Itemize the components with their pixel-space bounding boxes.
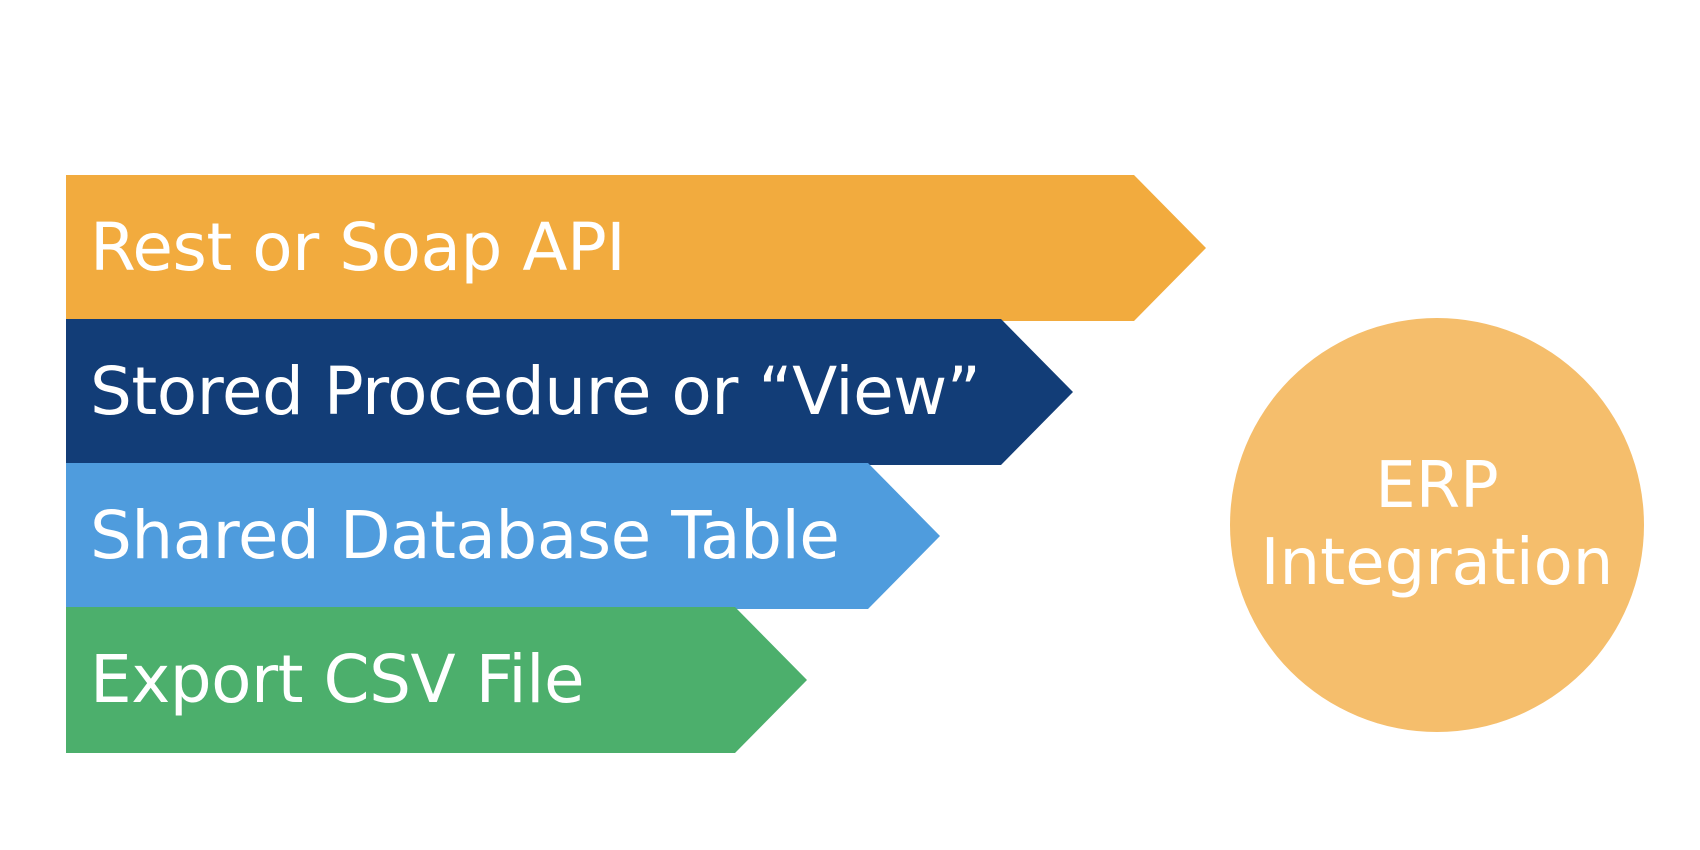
circle-label-line-1: ERP bbox=[1375, 449, 1499, 524]
arrow-label: Shared Database Table bbox=[90, 497, 840, 574]
arrow-stored-procedure: Stored Procedure or “View” bbox=[66, 319, 1073, 465]
arrow-export-csv-file: Export CSV File bbox=[66, 607, 807, 753]
erp-integration-circle: ERP Integration bbox=[1230, 318, 1644, 732]
arrow-rest-soap-api: Rest or Soap API bbox=[66, 175, 1206, 321]
arrow-shape bbox=[66, 319, 1073, 465]
arrow-label: Stored Procedure or “View” bbox=[90, 353, 981, 430]
arrow-shape bbox=[66, 607, 807, 753]
arrow-label: Export CSV File bbox=[90, 641, 585, 718]
arrow-label: Rest or Soap API bbox=[90, 209, 626, 286]
arrow-shape bbox=[66, 175, 1206, 321]
arrow-shared-database-table: Shared Database Table bbox=[66, 463, 940, 609]
circle-label-line-2: Integration bbox=[1260, 526, 1614, 600]
arrow-shape bbox=[66, 463, 940, 609]
